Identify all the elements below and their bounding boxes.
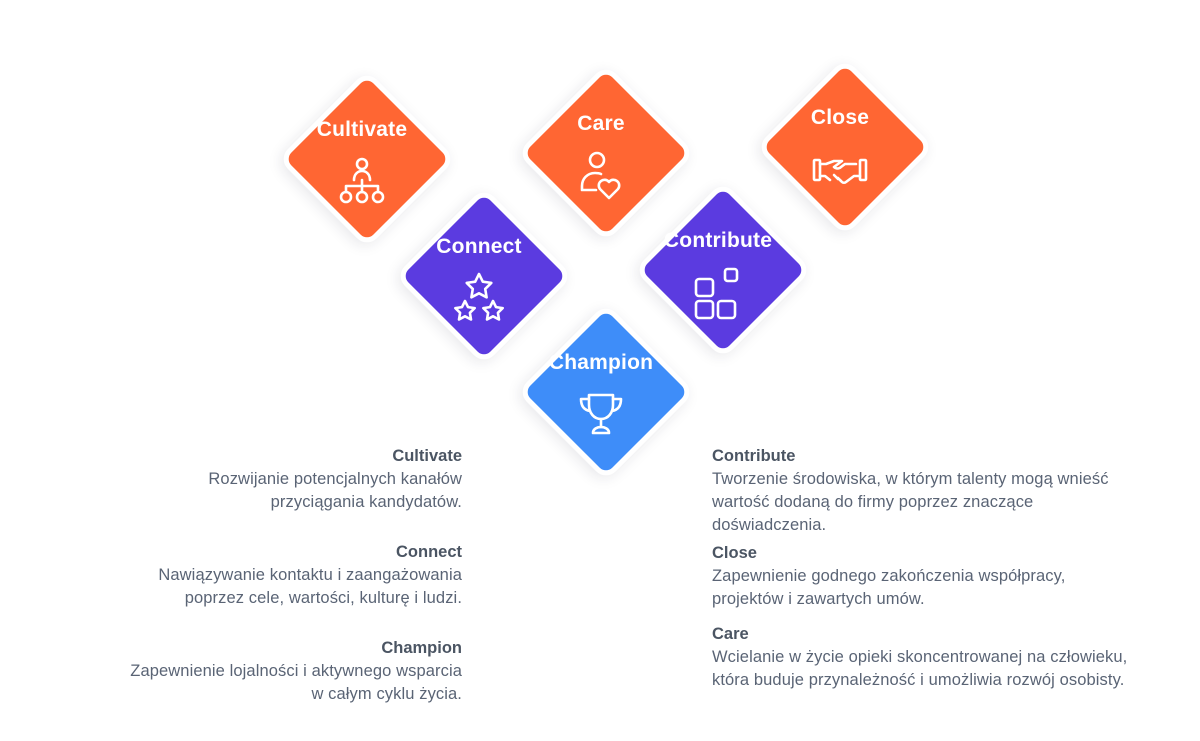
description-title: Cultivate: [392, 447, 462, 465]
handshake-icon: [812, 142, 868, 198]
diamond-connect: Connect: [389, 181, 574, 366]
description-connect: Connect Nawiązywanie kontaktu i zaangażo…: [0, 541, 462, 610]
description-line: Nawiązywanie kontaktu i zaangażowania: [158, 566, 462, 584]
description-title: Connect: [396, 543, 462, 561]
trophy-icon: [573, 387, 629, 443]
description-contribute: Contribute Tworzenie środowiska, w który…: [712, 445, 1182, 537]
description-title: Care: [712, 625, 749, 643]
diamond-label: Champion: [548, 351, 654, 374]
description-close: Close Zapewnienie godnego zakończenia ws…: [712, 542, 1182, 611]
description-line: Zapewnienie godnego zakończenia współpra…: [712, 567, 1066, 585]
description-cultivate: Cultivate Rozwijanie potencjalnych kanał…: [0, 445, 462, 514]
blocks-icon: [690, 265, 746, 321]
description-line: która buduje przynależność i umożliwia r…: [712, 671, 1125, 689]
description-care: Care Wcielanie w życie opieki skoncentro…: [712, 623, 1182, 692]
description-line: Wcielanie w życie opieki skoncentrowanej…: [712, 648, 1128, 666]
diamond-label: Connect: [436, 235, 522, 258]
description-line: projektów i zawartych umów.: [712, 590, 925, 608]
description-line: przyciągania kandydatów.: [270, 493, 462, 511]
description-line: doświadczenia.: [712, 516, 827, 534]
description-title: Close: [712, 544, 757, 562]
diamond-cultivate: Cultivate: [272, 64, 457, 249]
diamond-close: Close: [750, 52, 935, 237]
diamond-label: Contribute: [663, 229, 773, 252]
stars-icon: [451, 271, 507, 327]
diamond-label: Care: [577, 112, 625, 135]
description-title: Champion: [381, 639, 462, 657]
diamond-champion: Champion: [511, 297, 696, 482]
diamond-contribute: Contribute: [628, 175, 813, 360]
description-champion: Champion Zapewnienie lojalności i aktywn…: [0, 637, 462, 706]
description-line: wartość dodaną do firmy poprzez znaczące: [712, 493, 1034, 511]
description-line: poprzez cele, wartości, kulturę i ludzi.: [184, 589, 462, 607]
description-line: Rozwijanie potencjalnych kanałów: [208, 470, 462, 488]
person-heart-icon: [573, 148, 629, 204]
description-title: Contribute: [712, 447, 796, 465]
hierarchy-icon: [334, 154, 390, 210]
description-line: Tworzenie środowiska, w którym talenty m…: [712, 470, 1109, 488]
diamond-care: Care: [511, 58, 696, 243]
description-line: Zapewnienie lojalności i aktywnego wspar…: [130, 662, 462, 680]
description-line: w całym cyklu życia.: [311, 685, 462, 703]
diamond-label: Close: [810, 106, 870, 129]
diamond-label: Cultivate: [316, 118, 408, 141]
